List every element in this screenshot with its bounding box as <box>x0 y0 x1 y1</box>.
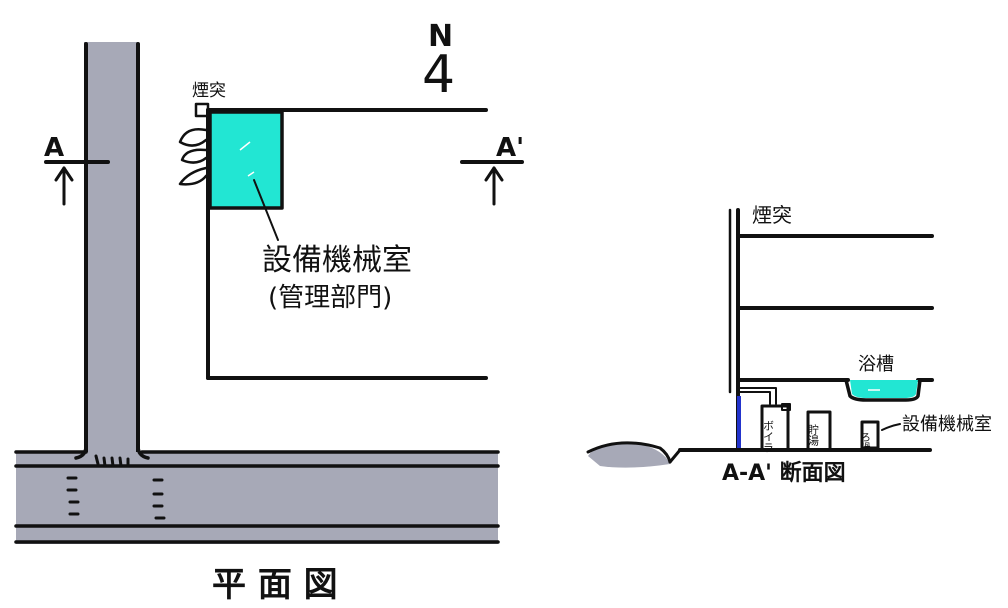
bath-tub <box>844 378 922 402</box>
section-chimney <box>728 208 740 450</box>
building-outline <box>206 108 488 380</box>
north-arrow-glyph: 4 <box>422 45 455 105</box>
bath-label: 浴槽 <box>858 354 894 375</box>
svg-text:A': A' <box>496 133 524 163</box>
water-heater: 貯湯 <box>806 410 832 452</box>
road-vertical <box>84 42 140 460</box>
equipment-room <box>208 110 284 210</box>
section-marker-right: A' <box>460 133 524 206</box>
boiler: ボイラ <box>760 403 791 453</box>
section-marker-left: A <box>44 133 110 206</box>
section-view: 煙突 浴槽 ボイラ 貯湯 <box>586 203 992 486</box>
floor-slabs <box>736 234 934 382</box>
filter-unit: ろ過 <box>859 420 880 453</box>
filter-label: ろ過 <box>859 432 871 453</box>
section-room-label: 設備機械室 <box>902 414 992 435</box>
section-pipes <box>737 387 777 448</box>
section-chimney-label: 煙突 <box>752 203 792 227</box>
plan-title: 平 面 図 <box>212 565 338 605</box>
plan-view: 煙突 設備機械室 (管理部門) N 4 A A' 平 面 図 <box>14 19 524 605</box>
water-heater-label: 貯湯 <box>807 424 820 447</box>
plan-room-label: 設備機械室 <box>262 243 412 278</box>
equipment-leader-line <box>881 423 901 431</box>
road-markings <box>66 454 166 520</box>
section-title: A-A' 断面図 <box>722 460 846 486</box>
plan-room-sublabel: (管理部門) <box>268 283 392 313</box>
road-horizontal <box>14 444 500 544</box>
north-arrow: N 4 <box>422 19 455 105</box>
plan-chimney-label: 煙突 <box>192 81 226 101</box>
north-letter: N <box>428 19 453 54</box>
ground <box>586 441 932 468</box>
svg-text:A: A <box>44 133 64 163</box>
room-leader-line <box>253 179 279 241</box>
boiler-label: ボイラ <box>762 420 775 453</box>
chimney <box>178 102 210 186</box>
